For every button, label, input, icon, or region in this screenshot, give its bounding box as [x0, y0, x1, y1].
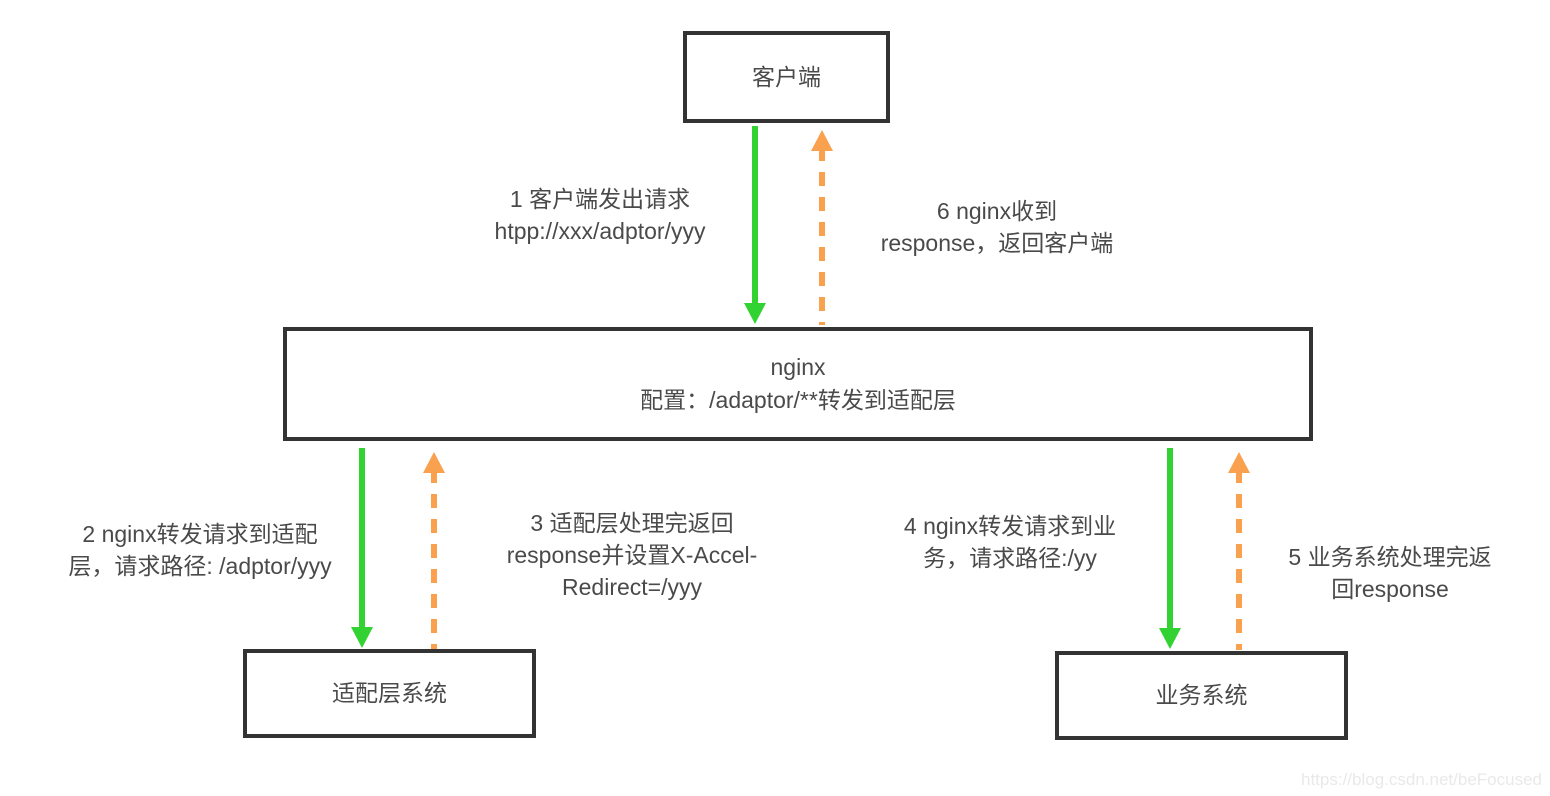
- label-step2-line1: 2 nginx转发请求到适配: [82, 521, 318, 547]
- arrow-up-icon: [423, 452, 445, 473]
- label-step6: 6 nginx收到 response，返回客户端: [822, 195, 1172, 259]
- arrow-line: [1167, 448, 1173, 632]
- label-step2: 2 nginx转发请求到适配 层，请求路径: /adptor/yyy: [25, 518, 375, 582]
- arrow-line: [359, 448, 365, 631]
- label-step1-line1: 1 客户端发出请求: [509, 186, 691, 212]
- arrow-line: [1236, 469, 1242, 650]
- label-step1-line2: htpp://xxx/adptor/yyy: [494, 218, 706, 244]
- arrow-step2-nginx-to-adapter: [350, 448, 374, 648]
- node-business-system-label: 业务系统: [1155, 682, 1248, 708]
- node-adapter-system-label: 适配层系统: [332, 680, 447, 706]
- label-step3-line1: 3 适配层处理完返回: [530, 510, 734, 536]
- arrow-line: [752, 126, 758, 307]
- node-nginx: nginx 配置：/adaptor/**转发到适配层: [283, 327, 1313, 441]
- label-step3-line2: response并设置X-Accel-: [506, 542, 758, 568]
- arrow-up-icon: [1228, 452, 1250, 473]
- node-nginx-config: 配置：/adaptor/**转发到适配层: [640, 387, 956, 413]
- label-step6-line2: response，返回客户端: [880, 230, 1114, 256]
- arrow-up-icon: [811, 130, 833, 151]
- arrow-line: [431, 469, 437, 649]
- label-step1: 1 客户端发出请求 htpp://xxx/adptor/yyy: [425, 183, 775, 247]
- watermark-text: https://blog.csdn.net/beFocused: [1301, 770, 1542, 789]
- arrow-down-icon: [351, 627, 373, 648]
- label-step3: 3 适配层处理完返回 response并设置X-Accel- Redirect=…: [457, 507, 807, 603]
- label-step2-line2: 层，请求路径: /adptor/yyy: [68, 553, 332, 579]
- label-step4-line2: 务，请求路径:/yy: [923, 545, 1097, 571]
- arrow-line: [819, 147, 825, 325]
- label-step5-line1: 5 业务系统处理完返: [1288, 544, 1492, 570]
- arrow-step1-client-to-nginx: [743, 126, 767, 324]
- arrow-step4-nginx-to-business: [1158, 448, 1182, 649]
- node-business-system: 业务系统: [1055, 651, 1348, 740]
- label-step3-line3: Redirect=/yyy: [562, 574, 702, 600]
- arrow-step5-business-to-nginx: [1227, 452, 1251, 650]
- node-nginx-title: nginx: [770, 354, 826, 380]
- arrow-step6-nginx-to-client: [810, 130, 834, 325]
- arrow-step3-adapter-to-nginx: [422, 452, 446, 649]
- label-step4-line1: 4 nginx转发请求到业: [903, 513, 1117, 539]
- arrow-down-icon: [744, 303, 766, 324]
- label-step5: 5 业务系统处理完返 回response: [1215, 541, 1550, 605]
- node-client: 客户端: [683, 31, 890, 123]
- node-client-label: 客户端: [752, 63, 821, 90]
- node-adapter-system: 适配层系统: [243, 649, 536, 738]
- arrow-down-icon: [1159, 628, 1181, 649]
- label-step6-line1: 6 nginx收到: [936, 198, 1058, 224]
- label-step5-line2: 回response: [1331, 576, 1449, 602]
- label-step4: 4 nginx转发请求到业 务，请求路径:/yy: [835, 510, 1185, 574]
